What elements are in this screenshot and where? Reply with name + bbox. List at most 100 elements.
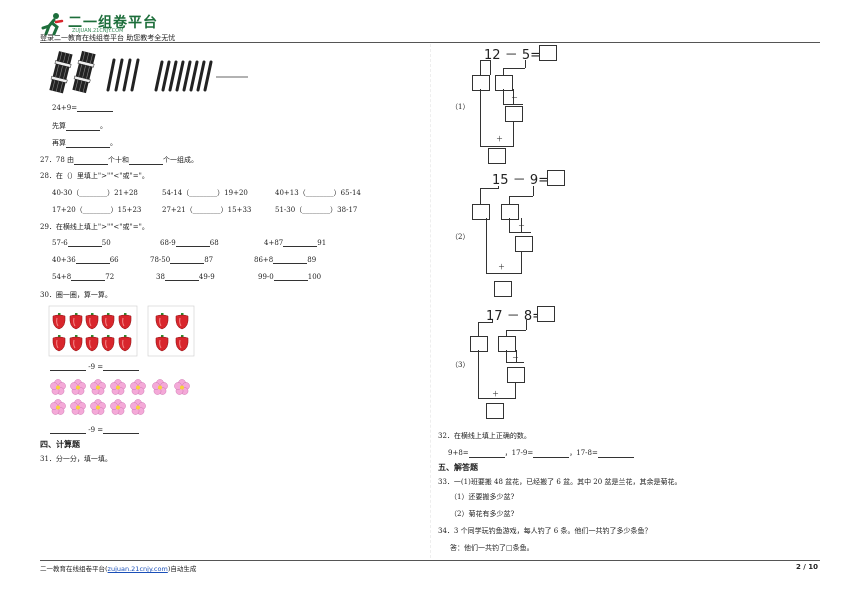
answer-blank[interactable]: [74, 157, 109, 165]
connector-line: [506, 350, 507, 362]
answer-box[interactable]: [547, 170, 565, 186]
q34-title: 34．3 个同学玩钓鱼游戏，每人钓了 6 条。他们一共钓了多少条鱼？: [438, 527, 652, 535]
answer-blank[interactable]: [66, 140, 110, 148]
sum-box[interactable]: [494, 281, 512, 297]
q28-item[interactable]: 54-14（________）19+20: [162, 189, 248, 197]
answer-blank[interactable]: [103, 363, 140, 371]
connector-line: [478, 350, 479, 398]
q32-equations: 9+8=，17-9=，17-8=: [448, 448, 634, 458]
connector-line: [525, 60, 526, 68]
connector-line: [480, 89, 481, 146]
connector-line: [480, 188, 481, 204]
q31: 31．分一分，填一填。: [40, 455, 112, 463]
answer-blank[interactable]: [50, 363, 86, 371]
diagram-equation: 15 － 9=: [492, 173, 550, 188]
answer-blank[interactable]: [533, 450, 570, 458]
diagram-label: （1）: [451, 103, 470, 111]
section-5-heading: 五、解答题: [438, 463, 478, 472]
connector-line: [506, 330, 526, 331]
answer-blank[interactable]: [283, 239, 318, 247]
answer-blank[interactable]: [597, 450, 634, 458]
split-box-left[interactable]: [472, 75, 490, 91]
connector-line: [490, 60, 491, 75]
connector-line: [506, 362, 524, 363]
q26-equation: 24+9=: [52, 104, 114, 112]
answer-blank[interactable]: [66, 123, 100, 131]
column-divider: [430, 44, 431, 558]
connector-line: [513, 89, 514, 104]
answer-blank[interactable]: [129, 157, 164, 165]
diagram-equation: 12 － 5=: [484, 48, 542, 63]
answer-blank[interactable]: [67, 239, 102, 247]
footer-link[interactable]: zujuan.21cnjy.com: [107, 565, 168, 573]
split-box-right[interactable]: [501, 204, 519, 220]
plus-sign: ＋: [498, 263, 505, 271]
answer-blank[interactable]: [103, 426, 140, 434]
split-box-left[interactable]: [472, 204, 490, 220]
footer-divider: [40, 560, 820, 561]
answer-box[interactable]: [539, 45, 557, 61]
answer-box[interactable]: [537, 306, 555, 322]
answer-blank[interactable]: [273, 256, 308, 264]
q28-item[interactable]: 27+21（________）15+33: [162, 206, 252, 214]
connector-line: [509, 196, 510, 204]
q28-item[interactable]: 40+13（________）65-14: [275, 189, 361, 197]
answer-blank[interactable]: [71, 273, 106, 281]
q30-eq2: -9 =: [50, 426, 140, 434]
answer-blank[interactable]: [170, 256, 205, 264]
answer-blank[interactable]: [273, 273, 308, 281]
q27: 27．78 由个十和个一组成。: [40, 156, 199, 165]
answer-blank[interactable]: [77, 104, 114, 112]
page-number: 2 / 10: [796, 563, 819, 571]
split-box-left[interactable]: [470, 336, 488, 352]
connector-line: [486, 273, 522, 274]
connector-line: [509, 218, 510, 232]
q32-title: 32．在横线上填上正确的数。: [438, 432, 531, 440]
answer-blank[interactable]: [468, 450, 505, 458]
sum-box[interactable]: [486, 403, 504, 419]
connector-line: [509, 196, 533, 197]
plus-sign: ＋: [496, 135, 503, 143]
answer-blank[interactable]: [175, 239, 210, 247]
q30-title: 30．圈一圈，算一算。: [40, 291, 112, 299]
result-box[interactable]: [505, 106, 523, 122]
connector-line: [503, 89, 504, 104]
q28-item[interactable]: 17+20（________）15+23: [52, 206, 142, 214]
logo-text: 二一组卷平台: [68, 15, 158, 31]
diagram-equation: 17 － 8=: [486, 309, 544, 324]
section-4-heading: 四、计算题: [40, 440, 80, 449]
q33-sub2: （2）菊花有多少盆?: [450, 510, 515, 518]
connector-line: [480, 60, 491, 61]
minus-sign: －: [518, 222, 525, 230]
answer-blank[interactable]: [50, 426, 86, 434]
stick-bundles-image: [49, 50, 248, 94]
split-box-right[interactable]: [495, 75, 513, 91]
answer-blank[interactable]: [164, 273, 199, 281]
diagram-label: （2）: [451, 233, 470, 241]
result-box[interactable]: [515, 236, 533, 252]
connector-line: [516, 350, 517, 362]
connector-line: [521, 251, 522, 273]
split-box-right[interactable]: [498, 336, 516, 352]
plus-sign: ＋: [492, 390, 499, 398]
minus-sign: －: [511, 94, 518, 102]
answer-blank[interactable]: [75, 256, 110, 264]
connector-line: [480, 60, 481, 75]
connector-line: [506, 330, 507, 336]
connector-line: [478, 322, 479, 336]
connector-line: [503, 68, 504, 75]
q28-item[interactable]: 51-30（________）38-17: [275, 206, 358, 214]
result-box[interactable]: [507, 367, 525, 383]
q26-step1: 先算。: [52, 122, 107, 131]
connector-line: [503, 104, 523, 105]
connector-line: [498, 186, 499, 189]
q28-item[interactable]: 40-30（________）21+28: [52, 189, 138, 197]
q26-step2: 再算。: [52, 139, 117, 148]
sum-box[interactable]: [488, 148, 506, 164]
